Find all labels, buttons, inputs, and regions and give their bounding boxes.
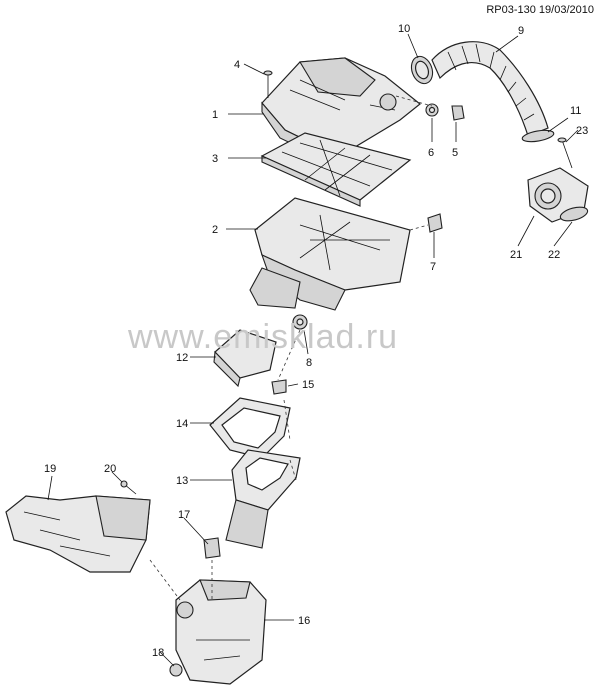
callout-17: 17 <box>178 509 190 521</box>
part-filter-element <box>260 132 412 207</box>
leader-lines <box>47 33 579 667</box>
part-duct-13 <box>225 449 301 549</box>
callout-11: 11 <box>570 105 581 117</box>
part-filter-cover <box>261 57 421 163</box>
part-inlet-duct-19 <box>5 495 151 573</box>
callout-15: 15 <box>302 379 314 391</box>
callout-22: 22 <box>548 249 560 261</box>
callout-1: 1 <box>212 109 218 121</box>
callout-labels: 1 3 2 4 5 6 7 8 9 10 11 12 13 14 15 16 1… <box>44 23 588 659</box>
callout-16: 16 <box>298 615 310 627</box>
diagram-reference-code: RP03-130 19/03/2010 <box>486 4 594 16</box>
part-bolt-18 <box>169 663 183 677</box>
callout-2: 2 <box>212 224 218 236</box>
callout-7: 7 <box>430 261 436 273</box>
callout-13: 13 <box>176 475 188 487</box>
callout-19: 19 <box>44 463 56 475</box>
part-grommet-6 <box>425 103 439 117</box>
callout-2-3: 3 <box>212 153 218 165</box>
callout-10: 10 <box>398 23 410 35</box>
part-grommet-8 <box>292 314 308 330</box>
part-resonator-16 <box>175 579 267 685</box>
part-bolt-20 <box>120 480 137 495</box>
part-seal-12 <box>213 329 277 388</box>
callout-20: 20 <box>104 463 116 475</box>
part-clamp-10 <box>410 55 434 85</box>
callout-5: 5 <box>452 147 458 159</box>
part-filter-housing-lower <box>249 197 411 311</box>
part-grommet-15 <box>271 379 287 395</box>
part-gasket-22 <box>559 206 589 222</box>
callout-6: 6 <box>428 147 434 159</box>
part-gasket-14 <box>209 397 291 459</box>
callout-23: 23 <box>576 125 588 137</box>
part-clamp-11 <box>521 129 555 143</box>
watermark-text: www.emisklad.ru <box>128 318 399 356</box>
callout-12: 12 <box>176 352 188 364</box>
callout-4: 4 <box>234 59 240 71</box>
part-grommet-17 <box>203 537 221 559</box>
part-sensor-5 <box>451 105 465 121</box>
part-intake-hose-9 <box>431 41 549 137</box>
callout-8: 8 <box>306 357 312 369</box>
callout-21: 21 <box>510 249 522 261</box>
part-bolt-23 <box>557 137 573 169</box>
part-grommet-7 <box>409 213 443 233</box>
assembly-lines <box>149 95 433 601</box>
part-screw-4 <box>263 70 273 98</box>
callout-9: 9 <box>518 25 524 37</box>
callout-14: 14 <box>176 418 188 430</box>
callout-18: 18 <box>152 647 164 659</box>
